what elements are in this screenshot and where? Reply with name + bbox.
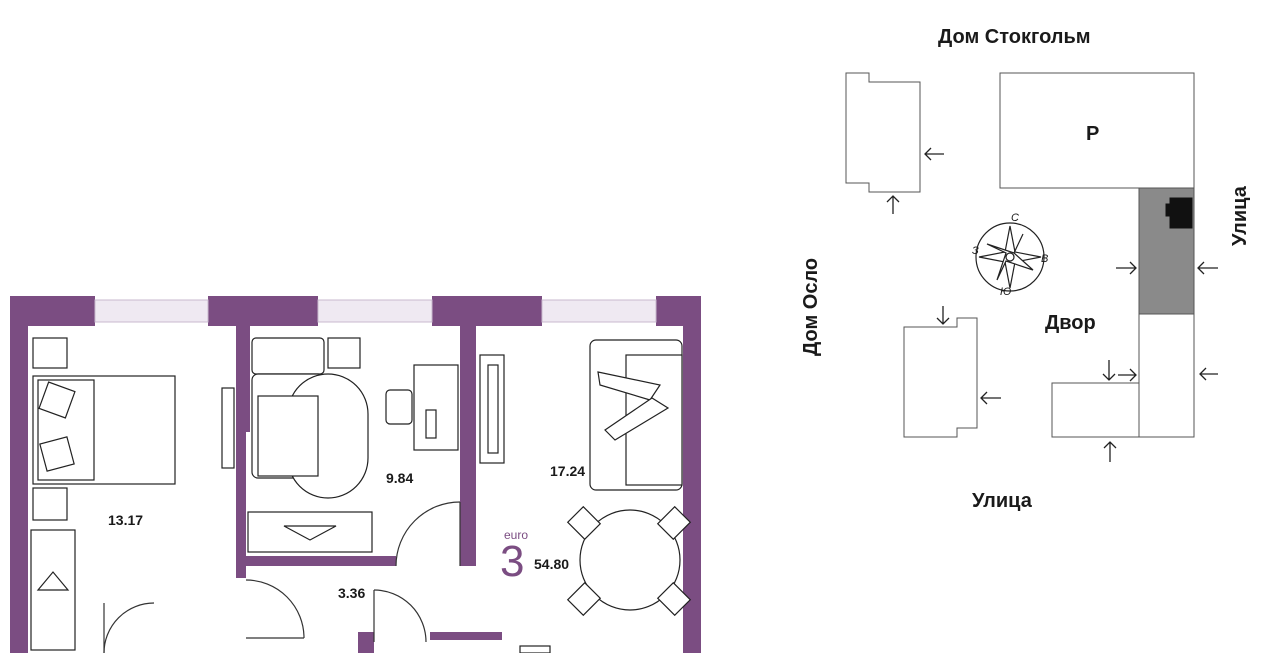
doors xyxy=(103,501,461,653)
outer-walls xyxy=(10,296,701,653)
room-area-bedroom: 13.17 xyxy=(108,512,144,528)
entrance-arrows xyxy=(886,147,1218,462)
room-area-living: 17.24 xyxy=(550,463,586,479)
label-south-street: Улица xyxy=(972,490,1032,512)
label-east-street: Улица xyxy=(1229,186,1251,246)
apartment-total-area: 54.80 xyxy=(534,556,570,572)
compass-south: Ю xyxy=(1000,286,1012,298)
windows xyxy=(94,299,657,323)
inner-walls xyxy=(236,326,502,653)
compass-north: С xyxy=(1011,212,1019,224)
room-area-room2: 9.84 xyxy=(386,470,414,486)
compass-east: В xyxy=(1041,253,1049,265)
bedroom-furniture xyxy=(30,337,235,651)
apartment-type-label: euro xyxy=(504,528,529,542)
south-building xyxy=(1051,382,1140,438)
apartment-rooms-count: 3 xyxy=(500,537,525,586)
room2-furniture xyxy=(247,337,459,553)
east-lower-building xyxy=(1138,313,1195,438)
west-upper-building xyxy=(845,72,921,193)
compass-west: З xyxy=(972,245,979,257)
west-lower-building xyxy=(903,317,978,438)
parking-building xyxy=(999,72,1195,189)
label-parking: P xyxy=(1086,123,1100,145)
label-west-house: Дом Осло xyxy=(800,257,822,356)
site-buildings xyxy=(845,72,1195,438)
label-north-house: Дом Стокгольм xyxy=(938,26,1091,48)
entrance-icon xyxy=(1169,197,1193,229)
room-area-hall: 3.36 xyxy=(338,585,366,601)
living-furniture xyxy=(479,339,692,653)
compass-rose xyxy=(975,222,1045,292)
label-yard: Двор xyxy=(1045,312,1096,334)
